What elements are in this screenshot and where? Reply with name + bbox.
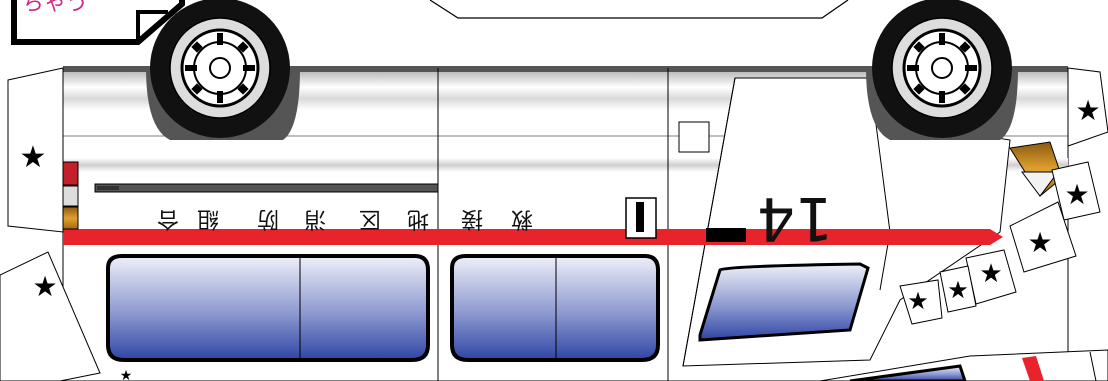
tail-lights	[62, 161, 79, 230]
star-icon: ★	[32, 270, 57, 303]
front-window	[698, 262, 870, 342]
corner-tag-text: ちゃう	[22, 0, 88, 16]
star-icon: ★	[947, 276, 969, 304]
side-char-1: 合	[157, 206, 179, 231]
side-char-3: 防	[257, 206, 279, 231]
side-char-8: 救	[511, 206, 533, 231]
front-flaps: ★ ★ ★ ★ ★ ★	[899, 67, 1108, 325]
side-char-6: 地	[407, 206, 429, 231]
rear-flaps: ★ ★ ★	[0, 67, 133, 381]
star-icon: ★	[907, 287, 929, 315]
side-char-2: 組	[197, 206, 219, 231]
star-icon: ★	[1064, 178, 1089, 211]
unit-number: 14	[757, 183, 833, 253]
side-char-4: 消	[304, 206, 326, 231]
front-wheel	[866, 0, 1018, 140]
rear-wheel	[146, 0, 300, 140]
star-icon: ★	[979, 259, 1002, 289]
star-icon: ★	[1075, 94, 1100, 127]
star-icon: ★	[120, 368, 133, 381]
red-stripe	[63, 229, 1003, 245]
star-icon: ★	[20, 140, 47, 175]
rear-window	[106, 254, 430, 362]
roof-rail	[94, 183, 439, 193]
door-marker	[625, 121, 746, 242]
door-window	[450, 254, 660, 362]
side-char-7: 接	[461, 206, 483, 231]
side-char-5: 区	[359, 206, 381, 231]
star-icon: ★	[1027, 226, 1052, 259]
roof-flap	[429, 0, 849, 19]
side-windows	[106, 254, 660, 362]
lower-partial-panel	[819, 349, 1108, 381]
side-lettering: 合 組 防 消 区 地 接 救	[157, 206, 533, 231]
corner-tag: ちゃう	[11, 0, 185, 45]
